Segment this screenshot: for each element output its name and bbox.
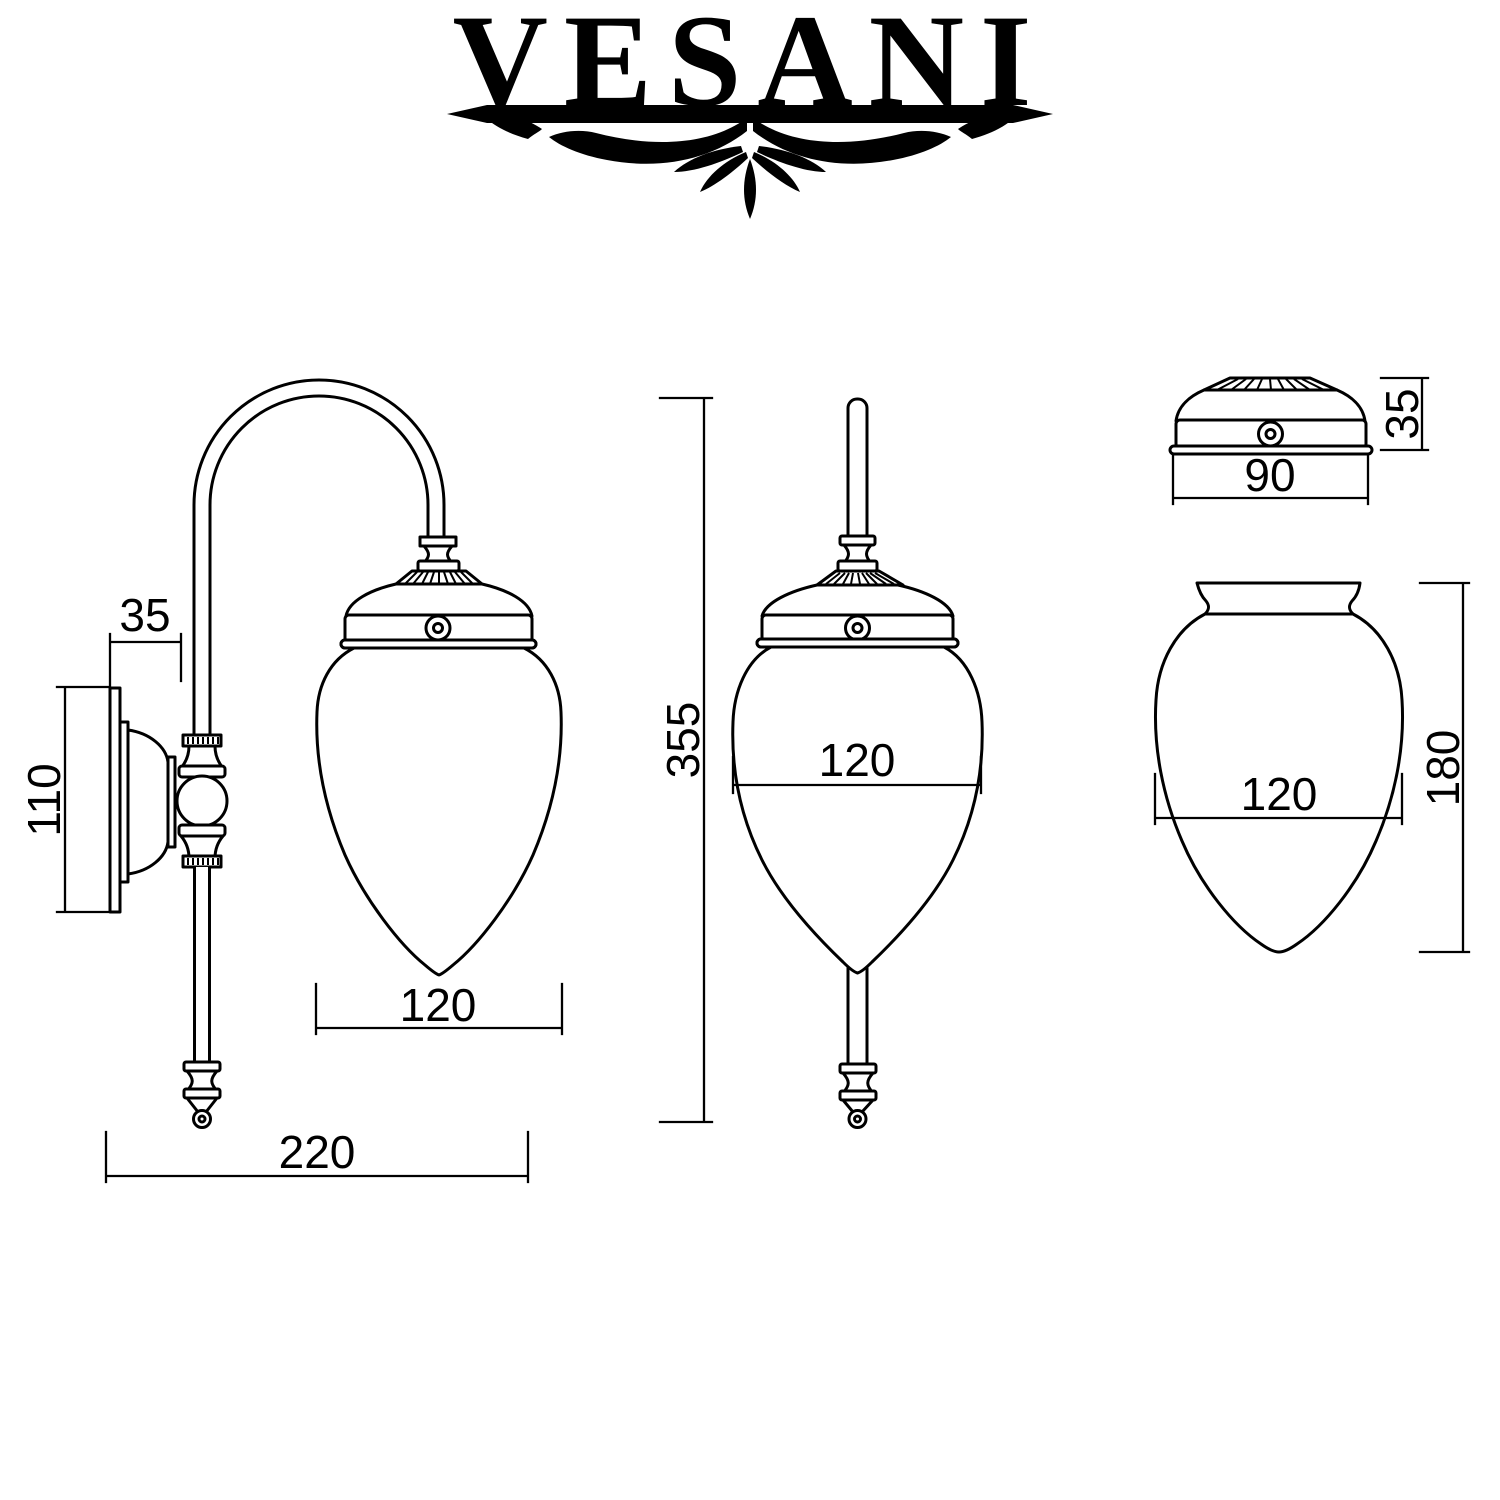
side-lower-stem xyxy=(182,867,222,1129)
dim-side-shade-diameter: 120 xyxy=(314,979,564,1036)
shade-detail-rim xyxy=(1195,581,1362,616)
canopy-detail-view: 90 35 xyxy=(1168,376,1430,506)
front-lower-stem xyxy=(846,966,869,1068)
dim-label-90: 90 xyxy=(1244,449,1295,501)
logo-flourish-center-dart xyxy=(744,159,756,219)
dim-label-180: 180 xyxy=(1417,730,1469,807)
shade-detail-view: 120 180 xyxy=(1153,581,1471,954)
dim-shade-detail-height: 180 xyxy=(1417,581,1471,954)
dim-front-shade-diameter: 120 xyxy=(731,734,983,795)
dim-label-35: 35 xyxy=(119,589,170,641)
dim-label-220: 220 xyxy=(279,1126,356,1178)
front-view: 355 120 xyxy=(657,396,984,1129)
front-cap-shoulders xyxy=(760,583,955,618)
dim-label-120-front: 120 xyxy=(819,734,896,786)
front-finial xyxy=(838,1062,878,1129)
dim-canopy-height: 35 xyxy=(1376,376,1430,452)
side-wall-dome xyxy=(126,728,170,876)
dim-label-120-side: 120 xyxy=(400,979,477,1031)
front-cap-flutes xyxy=(825,572,895,585)
side-ball-joint xyxy=(175,733,229,869)
side-lamp-cap xyxy=(339,535,538,650)
dim-front-overall-height: 355 xyxy=(657,396,714,1124)
shade-detail-body xyxy=(1154,612,1404,954)
side-glass-shade xyxy=(315,646,563,977)
canopy-flutes xyxy=(1216,378,1325,391)
logo-underline xyxy=(447,105,1053,123)
dim-side-overall-projection: 220 xyxy=(104,1126,530,1184)
front-glass-shade xyxy=(731,645,984,975)
side-wall-plate xyxy=(108,686,177,914)
dim-shade-detail-diameter: 120 xyxy=(1153,768,1404,826)
side-cap-flutes xyxy=(404,571,474,585)
dim-canopy-diameter: 90 xyxy=(1171,449,1370,506)
dim-side-wall-plate-depth: 35 xyxy=(108,589,183,688)
dim-label-355: 355 xyxy=(657,702,709,779)
brand-logo: VESANI xyxy=(447,0,1053,219)
dim-label-120-detail: 120 xyxy=(1241,768,1318,820)
front-top-stem xyxy=(846,397,869,547)
side-view: 35 110 120 220 xyxy=(18,378,564,1184)
side-ball xyxy=(175,774,229,828)
side-gooseneck-arm xyxy=(192,378,446,737)
dim-side-wall-plate-height: 110 xyxy=(18,685,110,914)
side-cap-shoulders xyxy=(344,582,534,618)
canopy-shoulders xyxy=(1174,388,1367,423)
front-collar xyxy=(836,534,879,573)
logo-flourish-left xyxy=(481,111,748,192)
dim-label-110: 110 xyxy=(18,763,70,836)
dim-label-35-canopy: 35 xyxy=(1376,388,1428,439)
